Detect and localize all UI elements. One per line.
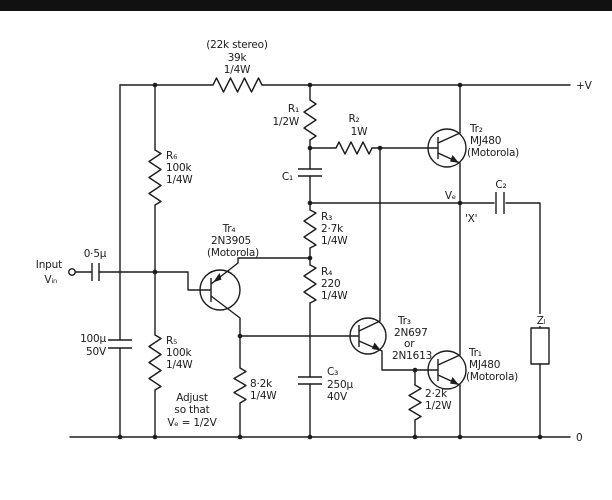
tr2-part-label: MJ480 — [470, 135, 501, 147]
wire-tr1-collector — [437, 202, 461, 366]
tr2-emitter-arrow-icon — [450, 155, 459, 163]
resistor-r3-symbol — [303, 209, 317, 249]
tr3-conj-label: or — [404, 338, 415, 350]
tr4-emitter-arrow-icon — [213, 273, 222, 283]
r5-value-label: 100k — [166, 347, 192, 359]
load-impedance-label: Zₗ — [537, 315, 546, 327]
input-signal-label: Vᵢₙ — [44, 274, 57, 286]
c3-value-label: 250μ — [327, 379, 353, 391]
c1-bootstrap-cap-symbol — [298, 168, 322, 177]
r4-name-label: R₄ — [321, 266, 332, 278]
tr1-maker-label: (Motorola) — [466, 371, 518, 383]
tr4-part-label: 2N3905 — [211, 235, 251, 247]
r5-name-label: R₅ — [166, 335, 177, 347]
tr4-transistor-symbol — [199, 269, 241, 311]
c3-feedback-cap-symbol — [298, 376, 322, 385]
r3-value-label: 2·7k — [321, 223, 344, 235]
tr3-alt-part-label: 2N1613 — [392, 350, 432, 362]
load-impedance-symbol — [530, 327, 550, 365]
r6-power-label: 1/4W — [166, 174, 193, 186]
r3-power-label: 1/4W — [321, 235, 348, 247]
input-coupling-cap-symbol — [91, 263, 100, 281]
schematic-labels: (22k stereo) 39k 1/4W +V 0 R₁ 1/2W R₂ 1W… — [36, 39, 593, 444]
bias-feed-value-label: 39k — [228, 52, 248, 64]
resistor-8k2-symbol — [233, 367, 247, 404]
input-cap-value-label: 0·5μ — [84, 248, 107, 260]
tr3-part-label: 2N697 — [394, 327, 428, 339]
wire-tr2-collector — [437, 84, 461, 144]
wire-tr4-emitter — [210, 257, 311, 285]
tr3-name-label: Tr₃ — [397, 315, 411, 327]
tr2-maker-label: (Motorola) — [467, 147, 519, 159]
positive-rail-label: +V — [576, 80, 593, 92]
trim-resistor-power-label: 1/4W — [250, 390, 277, 402]
wire-tr1-emitter — [437, 374, 461, 438]
junction-dots — [117, 82, 543, 440]
tr4-name-label: Tr₄ — [222, 223, 236, 235]
letterbox-bar — [0, 0, 612, 11]
r2-name-label: R₂ — [348, 113, 359, 125]
tr4-maker-label: (Motorola) — [207, 247, 259, 259]
adjust-note-line2: so that — [174, 404, 209, 416]
r6-value-label: 100k — [166, 162, 192, 174]
decoupling-cap-value-label: 100μ — [80, 333, 106, 345]
decoupling-cap-voltage-label: 50V — [86, 346, 107, 358]
tr1-emitter-arrow-icon — [450, 377, 459, 385]
resistor-r6-symbol — [148, 149, 162, 206]
resistor-2k2-symbol — [408, 384, 422, 421]
r1-power-label: 1/2W — [273, 116, 300, 128]
tr2-name-label: Tr₂ — [469, 123, 483, 135]
c2-name-label: C₂ — [495, 179, 506, 191]
transistor-symbols — [199, 128, 467, 390]
output-node-name-label: 'X' — [465, 213, 477, 225]
wire-c2-to-load — [505, 202, 541, 329]
resistor-r2-symbol — [335, 141, 373, 155]
bias-feed-note-label: (22k stereo) — [206, 39, 268, 51]
bias-resistor-power-label: 1/2W — [425, 400, 452, 412]
r6-name-label: R₆ — [166, 150, 177, 162]
input-terminal — [68, 268, 76, 276]
tr1-name-label: Tr₁ — [468, 347, 482, 359]
capacitor-symbols — [91, 168, 505, 385]
c2-output-cap-symbol — [495, 192, 505, 214]
r2-power-label: 1W — [351, 126, 368, 138]
resistor-r4-symbol — [303, 264, 317, 304]
wire-tr3-emitter-to-tr1-base — [358, 340, 439, 371]
r1-name-label: R₁ — [288, 103, 299, 115]
r4-value-label: 220 — [321, 278, 340, 290]
resistor-r1-symbol — [303, 99, 317, 141]
bias-feed-power-label: 1/4W — [224, 64, 251, 76]
bias-resistor-value-label: 2·2k — [425, 388, 448, 400]
c3-name-label: C₃ — [327, 366, 338, 378]
r4-power-label: 1/4W — [321, 290, 348, 302]
adjust-note-line3: Vₑ = 1/2V — [167, 417, 217, 429]
resistor-39k-symbol — [212, 77, 263, 93]
output-node-voltage-label: Vₑ — [445, 190, 456, 202]
decoupling-cap-symbol — [108, 339, 132, 349]
resistor-symbols — [148, 77, 422, 421]
wire-tr2-emitter — [437, 152, 461, 204]
zero-rail-label: 0 — [576, 432, 582, 444]
c3-voltage-label: 40V — [327, 391, 348, 403]
wire-tr4-collector — [210, 295, 241, 369]
r3-name-label: R₃ — [321, 211, 332, 223]
tr3-emitter-arrow-icon — [372, 342, 381, 351]
tr1-transistor-symbol — [427, 350, 467, 390]
trim-resistor-value-label: 8·2k — [250, 378, 273, 390]
r5-power-label: 1/4W — [166, 359, 193, 371]
tr2-transistor-symbol — [427, 128, 467, 168]
resistor-r5-symbol — [148, 334, 162, 391]
adjust-note-line1: Adjust — [176, 392, 208, 404]
tr1-part-label: MJ480 — [469, 359, 500, 371]
input-label: Input — [36, 259, 62, 271]
wire-tr3-collector — [358, 147, 381, 332]
tr3-transistor-symbol — [349, 317, 387, 355]
c1-name-label: C₁ — [282, 171, 293, 183]
